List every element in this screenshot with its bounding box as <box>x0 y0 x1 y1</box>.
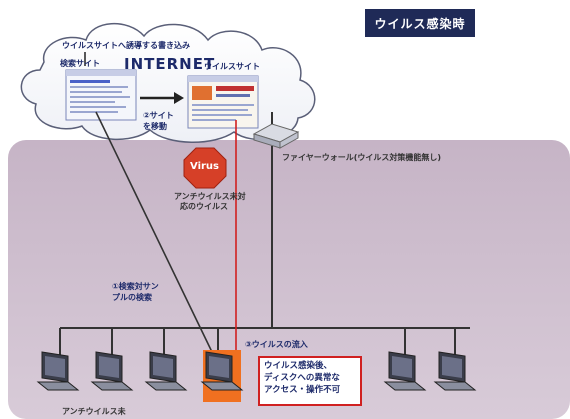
warning-line3: アクセス・操作不可 <box>264 385 341 395</box>
lan-drops <box>59 328 456 356</box>
virus-site-label: ウイルスサイト <box>204 62 260 71</box>
lan-area <box>8 140 570 419</box>
laptop-icon <box>144 351 188 391</box>
internet-label: INTERNET <box>124 55 216 73</box>
step2-label-line2: を移動 <box>143 122 167 131</box>
page-title: ウイルス感染時 <box>365 9 475 37</box>
bottom-label: アンチウイルス未 <box>62 407 126 416</box>
virus-caption-line2: 応のウイルス <box>180 202 228 211</box>
laptop-icon <box>36 351 80 391</box>
site-move-arrow <box>140 92 184 104</box>
infected-laptop-icon <box>200 351 244 391</box>
firewall-icon <box>252 123 300 149</box>
warning-line2: ディスクへの異常な <box>264 373 340 383</box>
access-post-label: ウイルスサイトへ誘導する書き込み <box>62 41 190 50</box>
search-path-line <box>95 111 213 353</box>
virus-sign-text: Virus <box>190 161 219 172</box>
step3-label: ③ウイルスの流入 <box>245 340 308 349</box>
laptop-icon <box>90 351 134 391</box>
laptop-icon <box>433 351 477 391</box>
virus-sign-icon <box>183 147 227 189</box>
step1-label-line2: プルの検索 <box>112 293 152 302</box>
virus-caption-line1: アンチウイルス未対 <box>174 192 246 201</box>
firewall-label: ファイヤーウォール(ウイルス対策機能無し) <box>282 153 442 162</box>
warning-line1: ウイルス感染後、 <box>264 361 333 371</box>
search-site-label: 検索サイト <box>60 59 100 68</box>
search-site-screenshot <box>65 69 137 121</box>
virus-site-screenshot <box>187 75 259 129</box>
warning-box: ウイルス感染後、 ディスクへの異常な アクセス・操作不可 <box>258 356 362 406</box>
step1-label-line1: ①検索対サン <box>112 282 159 291</box>
step2-label-line1: ②サイト <box>143 111 174 120</box>
laptop-icon <box>383 351 427 391</box>
